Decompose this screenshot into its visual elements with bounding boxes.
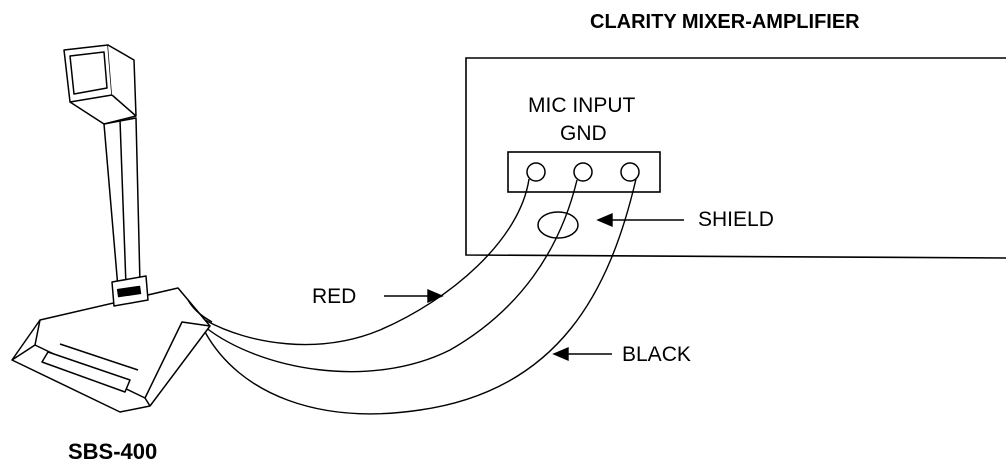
shield-marker xyxy=(537,211,579,239)
mic-input-label: MIC INPUT xyxy=(528,94,636,117)
black-wire-label: BLACK xyxy=(622,343,691,366)
red-wire xyxy=(204,178,530,346)
shield-wire xyxy=(204,179,578,373)
arrow-icon xyxy=(384,212,684,362)
cable-wires xyxy=(204,178,637,415)
terminal-shield xyxy=(573,162,593,182)
shield-label: SHIELD xyxy=(698,208,774,231)
mixer-amplifier-panel xyxy=(465,57,1006,259)
microphone-icon xyxy=(11,44,213,413)
terminal-strip xyxy=(507,151,661,193)
diagram-title: CLARITY MIXER-AMPLIFIER xyxy=(590,11,860,33)
terminal-black xyxy=(620,162,640,182)
terminal-red xyxy=(526,162,546,182)
device-model-label: SBS-400 xyxy=(68,439,158,464)
black-wire xyxy=(204,178,637,415)
gnd-label: GND xyxy=(560,122,607,145)
red-wire-label: RED xyxy=(312,285,357,308)
